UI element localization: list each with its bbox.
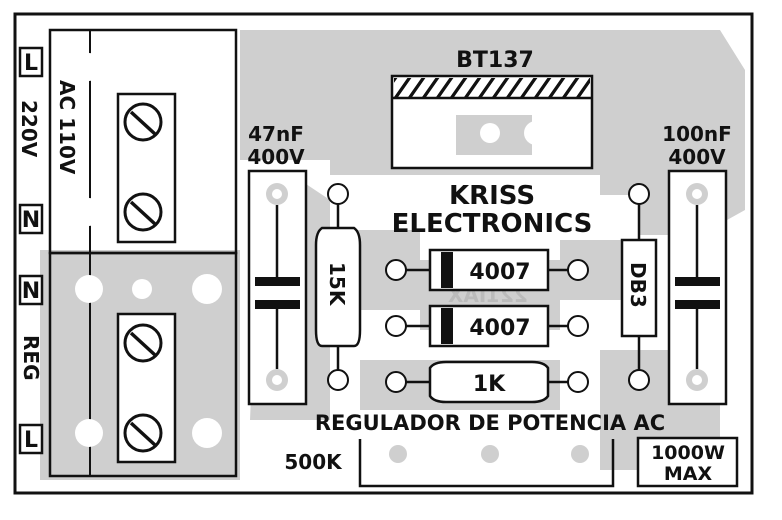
svg-text:DB3: DB3 [626, 262, 650, 308]
terminal-box-n-bottom [18, 274, 44, 306]
svg-text:15K: 15K [325, 262, 349, 307]
svg-text:1000W: 1000W [651, 442, 725, 464]
svg-text:MAX: MAX [664, 463, 713, 485]
input-voltage-label-alt: 220V [17, 100, 41, 158]
input-voltage-label: AC 110V [55, 80, 79, 175]
cap-left-voltage: 400V [247, 145, 305, 169]
terminal-block-top [48, 28, 238, 255]
terminal-letter-l-bottom: L [24, 428, 38, 453]
cap-right-value: 100nF [662, 122, 732, 146]
resistor-1k: 1K [385, 360, 589, 404]
cap-right-voltage: 400V [668, 145, 726, 169]
output-label: REG [19, 335, 43, 380]
terminal-box-l-bottom [18, 423, 44, 455]
capacitor-left: 47nF 400V [247, 122, 308, 406]
power-rating-box: 1000W MAX [636, 436, 739, 488]
triac-footprint: BT137 [390, 48, 594, 170]
svg-text:4007: 4007 [469, 316, 530, 341]
terminal-letter-n-top: N [22, 208, 40, 233]
potentiometer-footprint: 500K [284, 439, 615, 488]
terminal-block-bottom [48, 251, 238, 478]
triac-label: BT137 [456, 48, 534, 73]
terminal-letter-l-top: L [24, 51, 38, 76]
cap-left-value: 47nF [248, 122, 304, 146]
capacitor-right: 100nF 400V [662, 122, 732, 406]
resistor-15k: 15K [314, 183, 362, 391]
diode-top: 4007 [385, 248, 589, 292]
terminal-letter-n-bottom: N [22, 279, 40, 304]
diode-bottom: 4007 [385, 304, 589, 348]
board-title: REGULADOR DE POTENCIA AC [315, 411, 665, 435]
terminal-box-l-top [18, 46, 44, 78]
brand-line-2: ELECTRONICS [392, 209, 593, 239]
pot-label: 500K [284, 450, 343, 474]
svg-text:4007: 4007 [469, 260, 530, 285]
terminal-box-n-top [18, 203, 44, 235]
brand-line-1: KRISS [449, 181, 535, 211]
svg-text:1K: 1K [473, 372, 506, 397]
diac-db3: DB3 [620, 183, 658, 391]
